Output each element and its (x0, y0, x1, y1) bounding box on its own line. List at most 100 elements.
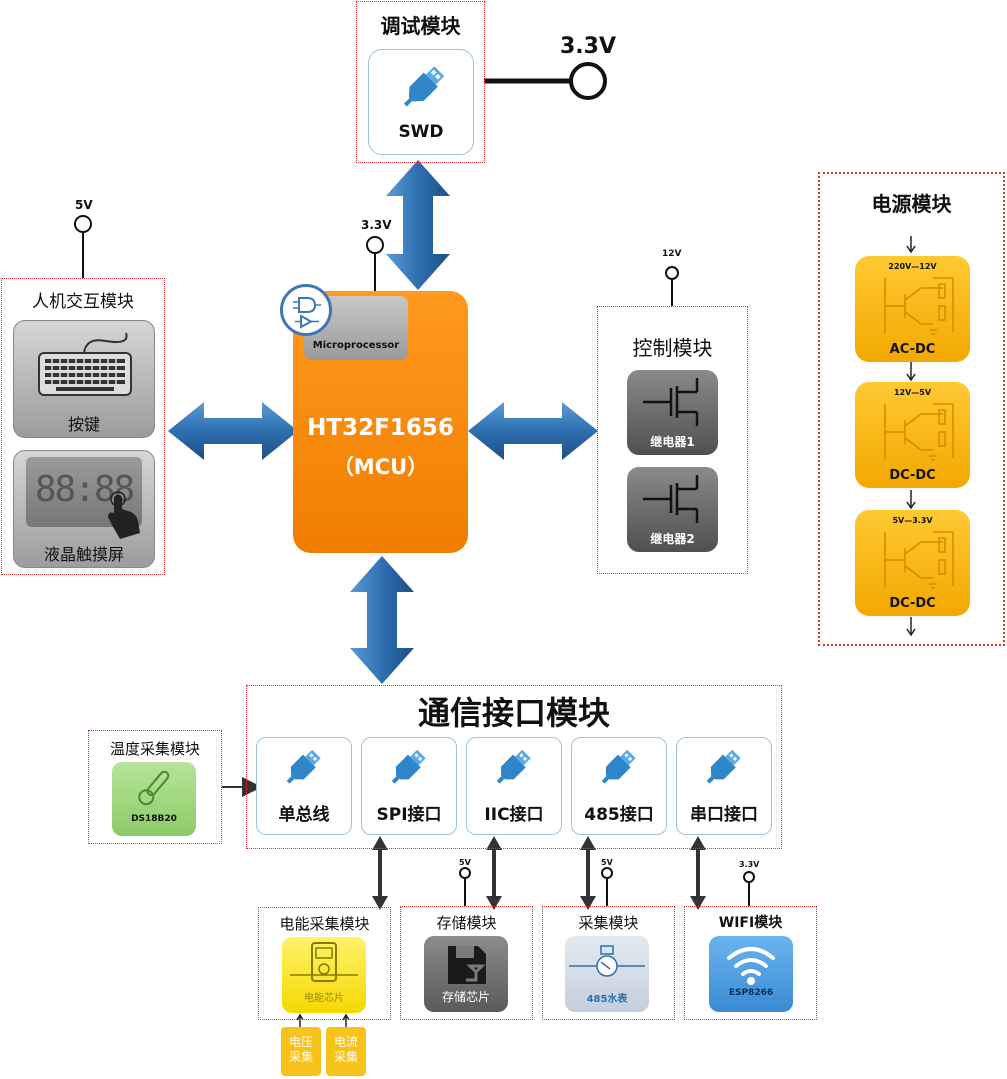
hmi-module (1, 278, 165, 575)
interface-spi[interactable]: SPI接口 (361, 737, 457, 835)
wifi-power-terminal (743, 871, 755, 883)
logic-gate-icon (280, 284, 332, 336)
storage-voltage-label: 5V (459, 858, 471, 867)
wifi-module (684, 906, 817, 1020)
circuit-icon (884, 531, 954, 589)
mcu-control-arrow (468, 402, 598, 460)
relay1-label: 继电器1 (650, 435, 695, 449)
mcu-name: HT32F1656 (307, 415, 454, 441)
power-stage-dc-dc-3v3[interactable]: 5V—3.3V DC-DC (855, 510, 970, 616)
interface-onewire[interactable]: 单总线 (256, 737, 352, 835)
power-stage-range: 5V—3.3V (892, 516, 933, 525)
storage-module (400, 906, 533, 1020)
interface-label: IIC接口 (484, 805, 544, 825)
wifi-icon (727, 947, 775, 985)
lcd-label: 液晶触摸屏 (43, 545, 124, 564)
collect-module-title: 采集模块 (578, 914, 639, 932)
voltage-input-button[interactable]: 电压采集 (281, 1027, 321, 1076)
energy-chip-button[interactable]: 电能芯片 (282, 937, 366, 1013)
wifi-chip-label: ESP8266 (728, 988, 774, 998)
usb-icon (403, 66, 445, 107)
mcu-voltage-label: 3.3V (361, 218, 392, 232)
relay2-label: 继电器2 (650, 532, 695, 546)
key-label: 按键 (67, 415, 100, 434)
wifi-voltage-label: 3.3V (739, 860, 760, 869)
power-stage-type: AC-DC (889, 342, 936, 357)
lcd-button[interactable]: 88:88 液晶触摸屏 (13, 450, 155, 568)
storage-power-terminal (459, 867, 471, 879)
power-stage-range: 12V—5V (893, 388, 932, 397)
control-module (597, 306, 748, 574)
thermometer-icon (138, 770, 170, 806)
wifi-chip-button[interactable]: ESP8266 (709, 936, 793, 1012)
circuit-icon (884, 277, 954, 335)
interface-label: SPI接口 (376, 805, 442, 825)
mcu-sub: （MCU） (332, 455, 429, 479)
usb-icon (496, 749, 531, 784)
energy-module (258, 907, 391, 1020)
control-module-title: 控制模块 (632, 336, 713, 360)
current-input-label: 电流采集 (333, 1035, 358, 1064)
temp-chip-label: DS18B20 (131, 814, 177, 824)
collect-module (542, 906, 675, 1020)
comm-module (246, 685, 782, 849)
power-stage-dc-dc-5v[interactable]: 12V—5V DC-DC (855, 382, 970, 488)
relay2-button[interactable]: 继电器2 (627, 467, 718, 552)
touch-hand-icon (108, 491, 140, 539)
power-stage-ac-dc[interactable]: 220V—12V AC-DC (855, 256, 970, 362)
voltage-input-label: 电压采集 (288, 1035, 313, 1064)
temp-module (88, 730, 222, 844)
power-stage-type: DC-DC (889, 468, 936, 483)
swd-button[interactable]: SWD (368, 49, 474, 155)
debug-module (356, 1, 485, 163)
power-stage-type: DC-DC (889, 596, 936, 611)
debug-module-title: 调试模块 (380, 14, 461, 38)
interface-label: 串口接口 (690, 805, 758, 825)
swd-voltage-label: 3.3V (560, 34, 616, 59)
water-meter-button[interactable]: 485水表 (565, 936, 649, 1012)
energy-module-title: 电能采集模块 (279, 915, 370, 933)
keyboard-icon (38, 332, 132, 396)
comm-module-title: 通信接口模块 (417, 694, 610, 732)
storage-chip-label: 存储芯片 (441, 990, 490, 1004)
debug-mcu-arrow (386, 160, 450, 290)
mcu-power-terminal (366, 236, 384, 254)
water-meter-label: 485水表 (586, 994, 628, 1005)
wifi-module-title: WIFI模块 (718, 915, 783, 931)
usb-icon (286, 749, 321, 784)
temp-sensor-button[interactable]: DS18B20 (112, 762, 196, 836)
water-meter-icon (569, 945, 645, 977)
hmi-power-terminal (74, 215, 92, 233)
interface-uart[interactable]: 串口接口 (676, 737, 772, 835)
relay1-button[interactable]: 继电器1 (627, 370, 718, 455)
power-module-title: 电源模块 (871, 192, 952, 216)
storage-module-title: 存储模块 (436, 914, 497, 932)
microprocessor-label: Microprocessor (312, 340, 400, 351)
transistor-icon (643, 475, 699, 523)
key-button[interactable]: 按键 (13, 320, 155, 438)
interface-iic[interactable]: IIC接口 (466, 737, 562, 835)
power-module (818, 172, 1005, 646)
floppy-disk-icon (448, 946, 486, 984)
hmi-voltage-label: 5V (75, 198, 93, 212)
meter-icon (290, 942, 358, 982)
hmi-mcu-arrow (168, 402, 298, 460)
collect-power-terminal (601, 867, 613, 879)
interface-label: 485接口 (584, 805, 654, 825)
current-input-button[interactable]: 电流采集 (326, 1027, 366, 1076)
transistor-icon (643, 378, 699, 426)
collect-voltage-label: 5V (601, 858, 613, 867)
energy-chip-label: 电能芯片 (304, 993, 344, 1004)
circuit-icon (884, 403, 954, 461)
usb-icon (601, 749, 636, 784)
usb-icon (706, 749, 741, 784)
swd-power-terminal (569, 62, 607, 100)
mcu-comm-arrow (350, 556, 414, 684)
usb-icon (391, 749, 426, 784)
control-power-terminal (665, 266, 679, 280)
storage-chip-button[interactable]: 存储芯片 (424, 936, 508, 1012)
swd-label: SWD (398, 122, 444, 142)
power-stage-range: 220V—12V (888, 262, 937, 271)
interface-485[interactable]: 485接口 (571, 737, 667, 835)
